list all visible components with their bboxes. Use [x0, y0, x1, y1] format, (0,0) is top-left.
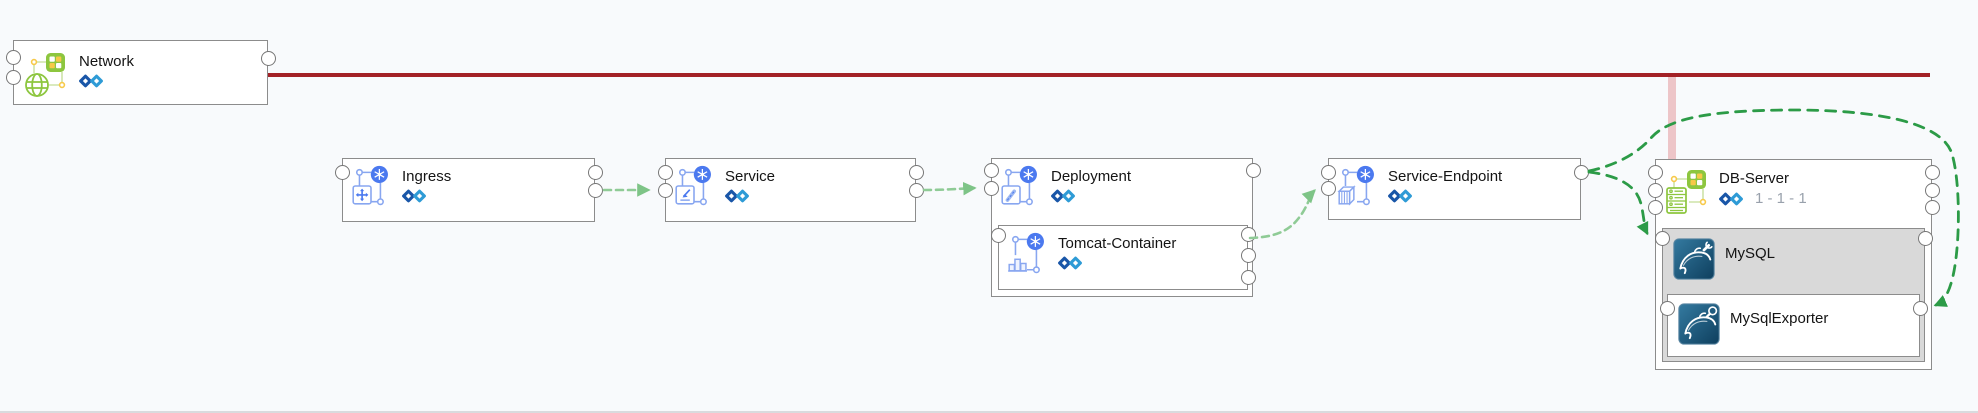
port[interactable] — [6, 50, 21, 65]
node-service[interactable]: Service — [658, 158, 924, 222]
relation-tomcat-service-endpoint[interactable] — [1248, 189, 1316, 240]
port[interactable] — [1660, 301, 1675, 316]
network-relation-line[interactable] — [268, 73, 1930, 77]
relation-service-endpoint-mysql[interactable] — [1587, 170, 1649, 236]
port[interactable] — [909, 183, 924, 198]
network-dbserver-link[interactable] — [1668, 77, 1676, 160]
node-label: Tomcat-Container — [1058, 235, 1177, 252]
relation-service-deployment[interactable] — [922, 181, 977, 196]
port[interactable] — [335, 165, 350, 180]
infinity-icon — [1058, 256, 1082, 270]
infinity-icon — [1719, 192, 1743, 206]
node-label: MySqlExporter — [1730, 310, 1829, 327]
node-label: Ingress — [402, 168, 452, 185]
node-label: DB-Server — [1719, 170, 1790, 187]
kubernetes-deployment-icon — [999, 164, 1041, 208]
port[interactable] — [984, 181, 999, 196]
infinity-icon — [1388, 189, 1412, 203]
port[interactable] — [1321, 181, 1336, 196]
kubernetes-service-icon — [673, 164, 715, 208]
port[interactable] — [6, 70, 21, 85]
port[interactable] — [1241, 227, 1256, 242]
port[interactable] — [1925, 165, 1940, 180]
port[interactable] — [1246, 163, 1261, 178]
mysql-exporter-icon — [1678, 303, 1720, 345]
kubernetes-container-icon — [1006, 231, 1048, 275]
port[interactable] — [1925, 200, 1940, 215]
node-label: Service — [725, 168, 776, 185]
db-server-icon — [1663, 166, 1709, 216]
port[interactable] — [1321, 165, 1336, 180]
port[interactable] — [588, 165, 603, 180]
port[interactable] — [588, 183, 603, 198]
node-mysql-exporter[interactable]: MySqlExporter — [1660, 294, 1928, 357]
port[interactable] — [261, 51, 276, 66]
port[interactable] — [1655, 231, 1670, 246]
port[interactable] — [1574, 165, 1589, 180]
port[interactable] — [658, 165, 673, 180]
infinity-icon — [1051, 189, 1075, 203]
port[interactable] — [1241, 248, 1256, 263]
port[interactable] — [1918, 231, 1933, 246]
node-service-endpoint[interactable]: Service-Endpoint — [1321, 158, 1589, 220]
port[interactable] — [658, 183, 673, 198]
port[interactable] — [1648, 183, 1663, 198]
port[interactable] — [1241, 270, 1256, 285]
node-network[interactable]: Network — [6, 40, 276, 105]
port[interactable] — [909, 165, 924, 180]
network-icon — [21, 49, 69, 99]
port[interactable] — [991, 228, 1006, 243]
infinity-icon — [79, 74, 103, 88]
node-label: Network — [79, 53, 135, 70]
mysql-icon — [1673, 238, 1715, 280]
port[interactable] — [1648, 165, 1663, 180]
node-ingress[interactable]: Ingress — [335, 158, 603, 222]
kubernetes-ingress-icon — [350, 164, 392, 208]
node-label: Service-Endpoint — [1388, 168, 1503, 185]
port[interactable] — [1925, 183, 1940, 198]
infinity-icon — [725, 189, 749, 203]
node-label: Deployment — [1051, 168, 1132, 185]
canvas-bottom-edge — [0, 411, 1978, 413]
infinity-icon — [402, 189, 426, 203]
node-label: MySQL — [1725, 245, 1776, 262]
port[interactable] — [984, 163, 999, 178]
instance-count: 1 - 1 - 1 — [1755, 190, 1807, 207]
port[interactable] — [1913, 301, 1928, 316]
port[interactable] — [1648, 200, 1663, 215]
node-tomcat-container[interactable]: Tomcat-Container — [991, 225, 1256, 290]
kubernetes-endpoint-icon — [1336, 164, 1378, 208]
